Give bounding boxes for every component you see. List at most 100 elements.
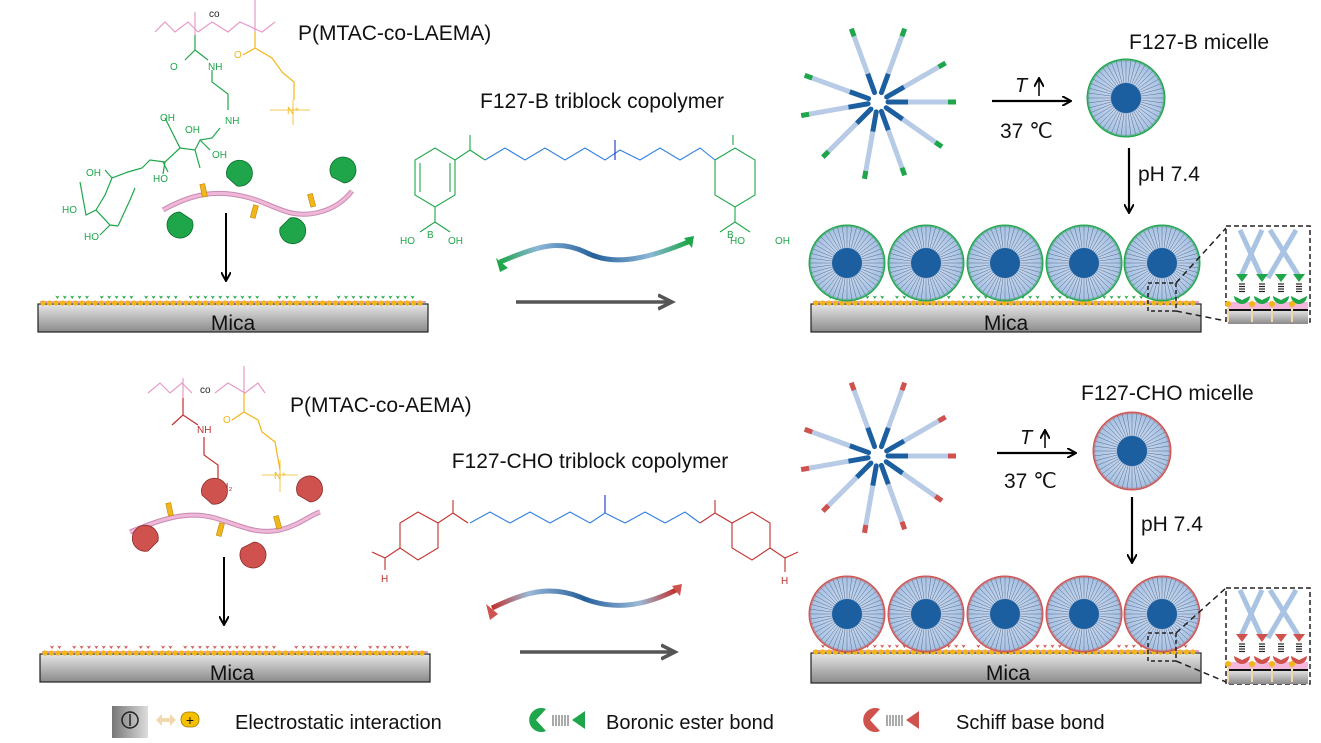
end-group [805, 75, 813, 78]
micelle-top [1087, 59, 1165, 137]
binding-site [151, 295, 156, 299]
cationic-site [820, 300, 825, 305]
cationic-site [367, 650, 372, 655]
binding-site [961, 644, 966, 648]
triblock-cartoon-bottom [486, 584, 682, 620]
binding-site [94, 645, 99, 649]
cationic-site [813, 300, 818, 305]
cationic-site [1289, 301, 1295, 307]
cationic-site [413, 650, 418, 655]
cationic-site [820, 649, 825, 654]
amide-nh2-label: NH [225, 116, 239, 127]
binding-site [240, 295, 245, 299]
binding-site [166, 295, 171, 299]
legend-label-boronic: Boronic ester bond [606, 712, 774, 734]
cationic-site [248, 300, 253, 305]
cationic-site [341, 650, 346, 655]
quaternary-n-label: N⁺ [274, 471, 287, 482]
adsorbed-micelle [1124, 225, 1200, 301]
legend-label-schiff: Schiff base bond [956, 712, 1105, 734]
ho-label: HO [153, 174, 168, 185]
schiff-base-icon [863, 708, 919, 732]
cationic-site [42, 650, 47, 655]
binding-site [314, 295, 319, 299]
end-group [864, 171, 865, 179]
end-group [935, 496, 942, 501]
f127-b-atom-labels: B HO OH B HO OH [400, 230, 790, 247]
cationic-site [203, 300, 208, 305]
cationic-site [361, 650, 366, 655]
cationic-site [852, 300, 857, 305]
cationic-site [211, 650, 216, 655]
adsorbed-micelle [967, 225, 1043, 301]
cationic-site [1112, 649, 1117, 654]
cationic-site [387, 650, 392, 655]
binding-site [159, 295, 164, 299]
cationic-site [120, 650, 125, 655]
ppo-segment [850, 92, 869, 99]
cationic-site [1184, 300, 1189, 305]
cationic-site [315, 650, 320, 655]
binding-site [381, 295, 386, 299]
cationic-site [322, 650, 327, 655]
cationic-site [1047, 649, 1052, 654]
binding-site [107, 295, 112, 299]
cationic-site [49, 650, 54, 655]
quaternary-n-label: N⁺ [287, 106, 300, 117]
cationic-site [339, 300, 344, 305]
aldehyde-h-label: H [781, 576, 788, 587]
ppo-core [1069, 248, 1099, 278]
cationic-site [1269, 301, 1275, 307]
ppo-segment [881, 465, 888, 484]
cationic-site [133, 650, 138, 655]
cationic-site [153, 650, 158, 655]
cationic-site [995, 300, 1000, 305]
binding-site [976, 295, 981, 299]
cationic-site [172, 650, 177, 655]
binding-site [212, 645, 217, 649]
ho-label: HO [84, 232, 99, 243]
oh-label: OH [775, 236, 790, 247]
ppo-segment [881, 74, 888, 93]
cationic-site [216, 300, 221, 305]
unimer-star-top [801, 29, 956, 179]
cationic-site [826, 649, 831, 654]
cationic-site [196, 300, 201, 305]
binding-site [205, 645, 210, 649]
binding-site [301, 645, 306, 649]
mica-label: Mica [211, 312, 256, 335]
cationic-site [885, 300, 890, 305]
end-group [801, 468, 809, 469]
mica-label: Mica [984, 312, 1029, 335]
binding-site [946, 295, 951, 299]
ppo-core [1069, 599, 1099, 629]
oh-label: OH [86, 168, 101, 179]
ppo-segment [857, 109, 871, 123]
cationic-site [237, 650, 242, 655]
ph-label-top: pH 7.4 [1138, 163, 1200, 186]
electrostatic-icon: + [112, 706, 199, 738]
cationic-site [956, 649, 961, 654]
cationic-site [224, 650, 229, 655]
binding-site [872, 644, 877, 648]
cationic-site [950, 300, 955, 305]
ppo-segment [886, 462, 902, 473]
adsorbed-micelle [967, 576, 1043, 652]
binding-site [410, 295, 415, 299]
cationic-site [365, 300, 370, 305]
binding-site [129, 295, 134, 299]
adsorbed-micelle [1046, 576, 1122, 652]
cationic-site [190, 300, 195, 305]
cationic-site [378, 300, 383, 305]
cationic-site [956, 300, 961, 305]
cationic-site [257, 650, 262, 655]
cationic-site [406, 650, 411, 655]
polymer-chain-cartoon-bottom [130, 476, 323, 568]
triblock-cartoon-top [496, 236, 694, 272]
polymer-label-top: P(MTAC-co-LAEMA) [298, 22, 491, 45]
binding-site [284, 295, 289, 299]
binding-site [344, 295, 349, 299]
cationic-site [294, 300, 299, 305]
end-group [902, 522, 905, 530]
end-group [864, 525, 865, 533]
